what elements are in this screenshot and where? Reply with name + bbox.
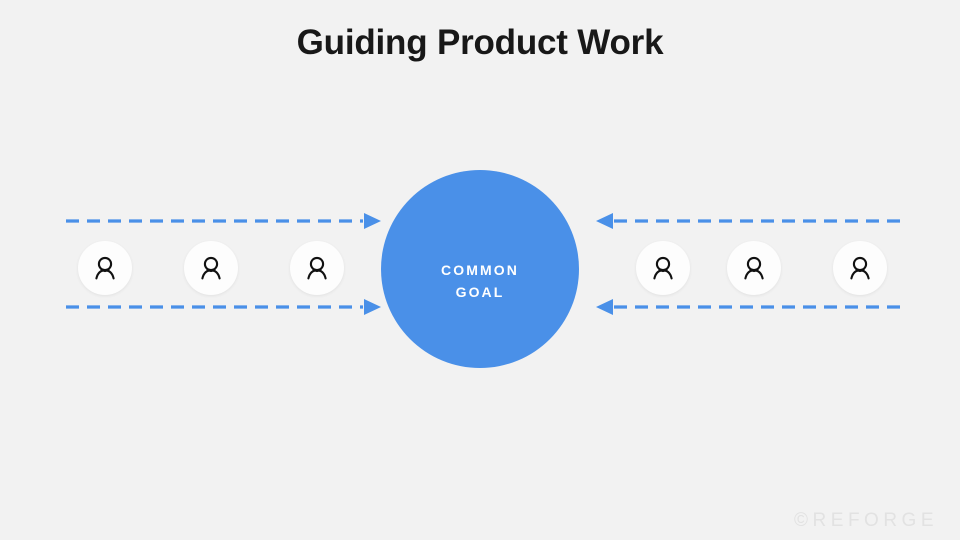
common-goal-label: COMMON GOAL (441, 235, 519, 303)
flow-top-right-arrowhead (596, 213, 613, 229)
flow-top-left (66, 213, 381, 229)
avatar-right-2 (727, 241, 781, 295)
person-icon (196, 253, 226, 283)
common-goal-circle: COMMON GOAL (381, 170, 579, 368)
flow-bottom-right (596, 299, 901, 315)
flow-bottom-right-arrowhead (596, 299, 613, 315)
common-goal-line-2: GOAL (455, 284, 505, 300)
flow-top-right (596, 213, 901, 229)
person-icon (302, 253, 332, 283)
flow-top-left-arrowhead (364, 213, 381, 229)
avatar-left-3 (290, 241, 344, 295)
avatar-right-1 (636, 241, 690, 295)
person-icon (90, 253, 120, 283)
person-icon (739, 253, 769, 283)
common-goal-line-1: COMMON (441, 262, 519, 278)
flow-bottom-left (66, 299, 381, 315)
person-icon (648, 253, 678, 283)
avatar-right-3 (833, 241, 887, 295)
flow-bottom-left-arrowhead (364, 299, 381, 315)
person-icon (845, 253, 875, 283)
page-title: Guiding Product Work (296, 23, 664, 62)
avatar-left-2 (184, 241, 238, 295)
avatar-left-1 (78, 241, 132, 295)
reforge-watermark: ©REFORGE (794, 510, 938, 531)
